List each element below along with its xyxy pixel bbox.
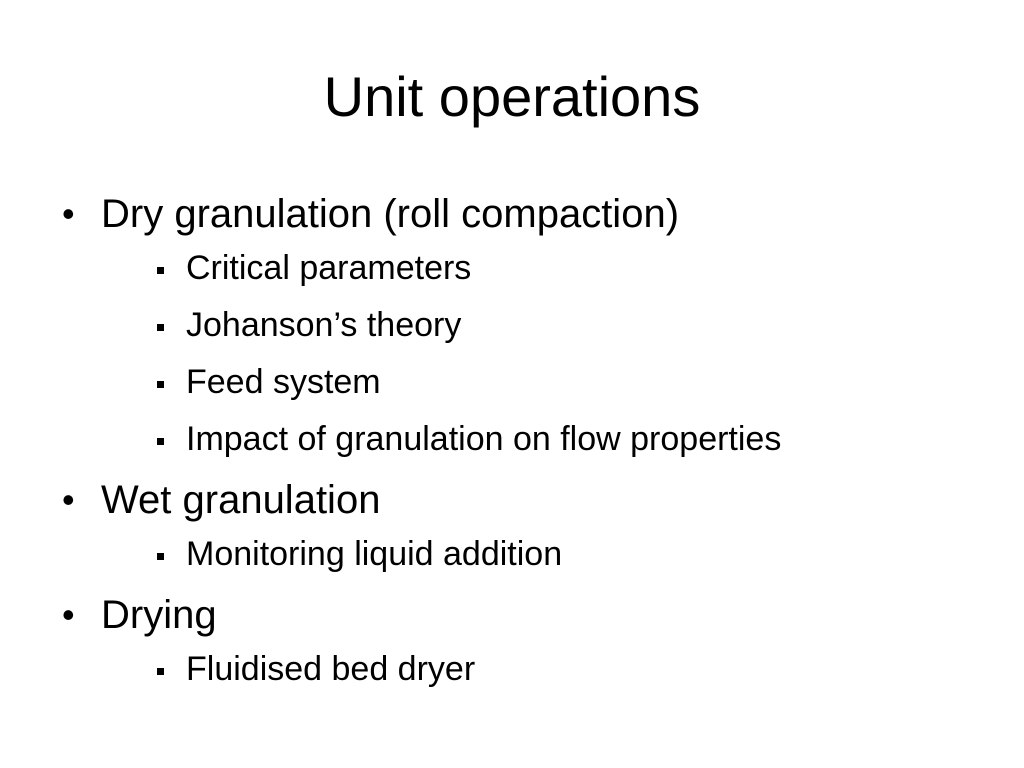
bullet-item-wet-granulation: • Wet granulation Monitoring liquid addi… <box>60 474 1000 577</box>
sub-bullet-item: Critical parameters <box>101 246 1000 291</box>
sub-bullet-item: Impact of granulation on flow properties <box>101 417 1000 462</box>
square-bullet-icon <box>157 438 164 445</box>
sub-bullet-list: Monitoring liquid addition <box>101 532 1000 577</box>
square-bullet-icon <box>157 381 164 388</box>
bullet-list: • Dry granulation (roll compaction) Crit… <box>60 188 1000 692</box>
bullet-dot-icon: • <box>62 479 75 520</box>
sub-bullet-item: Feed system <box>101 360 1000 405</box>
bullet-label: Wet granulation <box>101 478 381 522</box>
square-bullet-icon <box>157 553 164 560</box>
sub-bullet-label: Critical parameters <box>186 249 472 287</box>
slide-title: Unit operations <box>323 65 701 128</box>
bullet-dot-icon: • <box>62 594 75 635</box>
sub-bullet-label: Feed system <box>186 363 381 401</box>
sub-bullet-label: Fluidised bed dryer <box>186 650 476 688</box>
square-bullet-icon <box>157 324 164 331</box>
bullet-dot-icon: • <box>62 193 75 234</box>
sub-bullet-item: Johanson’s theory <box>101 303 1000 348</box>
bullet-label: Dry granulation (roll compaction) <box>101 192 680 236</box>
sub-bullet-label: Impact of granulation on flow properties <box>186 420 782 458</box>
sub-bullet-item: Fluidised bed dryer <box>101 647 1000 692</box>
sub-bullet-list: Fluidised bed dryer <box>101 647 1000 692</box>
sub-bullet-label: Monitoring liquid addition <box>186 535 563 573</box>
sub-bullet-item: Monitoring liquid addition <box>101 532 1000 577</box>
bullet-item-dry-granulation: • Dry granulation (roll compaction) Crit… <box>60 188 1000 462</box>
sub-bullet-list: Critical parameters Johanson’s theory Fe… <box>101 246 1000 462</box>
sub-bullet-label: Johanson’s theory <box>186 306 462 344</box>
square-bullet-icon <box>157 668 164 675</box>
square-bullet-icon <box>157 267 164 274</box>
bullet-label: Drying <box>101 593 217 637</box>
bullet-item-drying: • Drying Fluidised bed dryer <box>60 589 1000 692</box>
